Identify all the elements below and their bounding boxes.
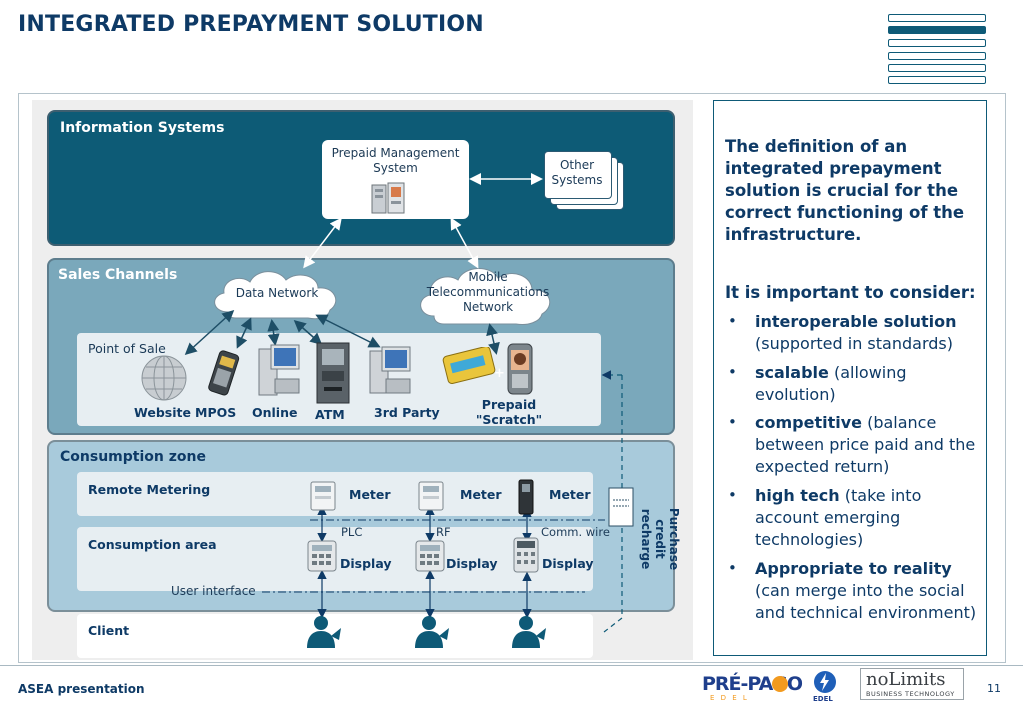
channel-website-label: Website — [134, 405, 191, 420]
online-computer-icon — [258, 344, 300, 396]
purchase-credit-recharge-label: Purchase credit recharge — [639, 507, 681, 571]
channel-online-label: Online — [252, 405, 298, 420]
purchase-credit-recharge-label-wrap: Purchase credit recharge — [639, 474, 681, 584]
footer-text: ASEA presentation — [18, 682, 145, 696]
considerations-panel — [713, 100, 987, 656]
channel-mpos-label: MPOS — [195, 405, 237, 420]
user-icon-2 — [415, 616, 449, 648]
user-icon-1 — [307, 616, 341, 648]
bullet-item-4: high tech (take into account emerging te… — [755, 486, 922, 549]
bullet-marker: • — [728, 559, 737, 577]
bullet-marker: • — [728, 413, 737, 431]
link-plc-label: PLC — [341, 525, 363, 539]
meter-icon-1 — [310, 481, 336, 511]
client-label: Client — [88, 623, 130, 638]
other-systems-label: Other Systems — [551, 158, 603, 187]
edel-logo-icon — [814, 671, 836, 693]
user-icon-3 — [512, 616, 546, 648]
prepago-logo-mark-icon — [772, 676, 788, 692]
globe-icon — [141, 355, 187, 401]
display-icon-1 — [307, 540, 337, 572]
mobile-network-label: Mobile Telecommunications Network — [426, 270, 550, 314]
third-party-computer-icon — [369, 346, 411, 394]
panel-intro-text: The definition of an integrated prepayme… — [725, 137, 965, 244]
other-systems-card — [544, 151, 612, 199]
user-interface-label: User interface — [171, 584, 256, 598]
remote-metering-label: Remote Metering — [88, 482, 211, 497]
prepaid-management-system-label: Prepaid Management System — [331, 146, 460, 175]
sales-channels-title: Sales Channels — [58, 267, 178, 283]
panel-heading: It is important to consider: — [725, 283, 976, 302]
mobile-phone-icon — [507, 343, 533, 395]
connector-arrows — [184, 173, 623, 633]
bullet-item-1: interoperable solution (supported in sta… — [755, 312, 957, 353]
atm-icon — [316, 342, 350, 404]
recharge-receipt-icon — [608, 487, 634, 527]
bullet-marker: • — [728, 486, 737, 504]
server-icon — [371, 182, 405, 214]
scratch-card-icon — [442, 347, 496, 385]
content-frame — [18, 93, 1006, 663]
meter-label-3: Meter — [549, 487, 591, 502]
display-label-2: Display — [446, 556, 498, 571]
footer-divider — [0, 665, 1023, 666]
display-label-3: Display — [542, 556, 594, 571]
data-network-cloud — [214, 271, 337, 320]
meter-icon-3 — [518, 479, 534, 515]
edel-logo-text: EDEL — [813, 695, 833, 703]
nolimits-logo-text: noLimits — [866, 669, 946, 690]
page-number: 11 — [987, 682, 1001, 695]
display-icon-2 — [415, 540, 445, 572]
nolimits-logo — [860, 668, 964, 700]
channel-3rd-party-label: 3rd Party — [374, 405, 440, 420]
mobile-network-cloud — [420, 268, 551, 325]
prepago-logo-sub: E D E L — [710, 694, 749, 702]
bullet-item-3: competitive (balance between price paid … — [755, 413, 976, 476]
nolimits-logo-sub: BUSINESS TECHNOLOGY — [866, 690, 955, 698]
information-systems-title: Information Systems — [60, 120, 225, 136]
link-comm-wire-label: Comm. wire — [541, 525, 610, 539]
meter-label-1: Meter — [349, 487, 391, 502]
meter-icon-2 — [418, 481, 444, 511]
plus-sign: + — [494, 366, 505, 381]
link-rf-label: RF — [436, 525, 451, 539]
pos-terminal-icon — [208, 350, 240, 396]
page-title: INTEGRATED PREPAYMENT SOLUTION — [18, 12, 484, 37]
consumption-area-label: Consumption area — [88, 537, 217, 552]
bullet-marker: • — [728, 312, 737, 330]
bullet-item-2: scalable (allowing evolution) — [755, 363, 907, 404]
consumption-zone-title: Consumption zone — [60, 449, 206, 465]
meter-label-2: Meter — [460, 487, 502, 502]
channel-atm-label: ATM — [315, 407, 345, 422]
point-of-sale-label: Point of Sale — [88, 341, 166, 356]
data-network-label: Data Network — [235, 286, 319, 300]
bullet-marker: • — [728, 363, 737, 381]
display-icon-3 — [513, 537, 539, 573]
display-label-1: Display — [340, 556, 392, 571]
prepaid-scratch-label: Prepaid "Scratch" — [475, 397, 543, 427]
bullet-item-5: Appropriate to reality (can merge into t… — [755, 559, 977, 622]
